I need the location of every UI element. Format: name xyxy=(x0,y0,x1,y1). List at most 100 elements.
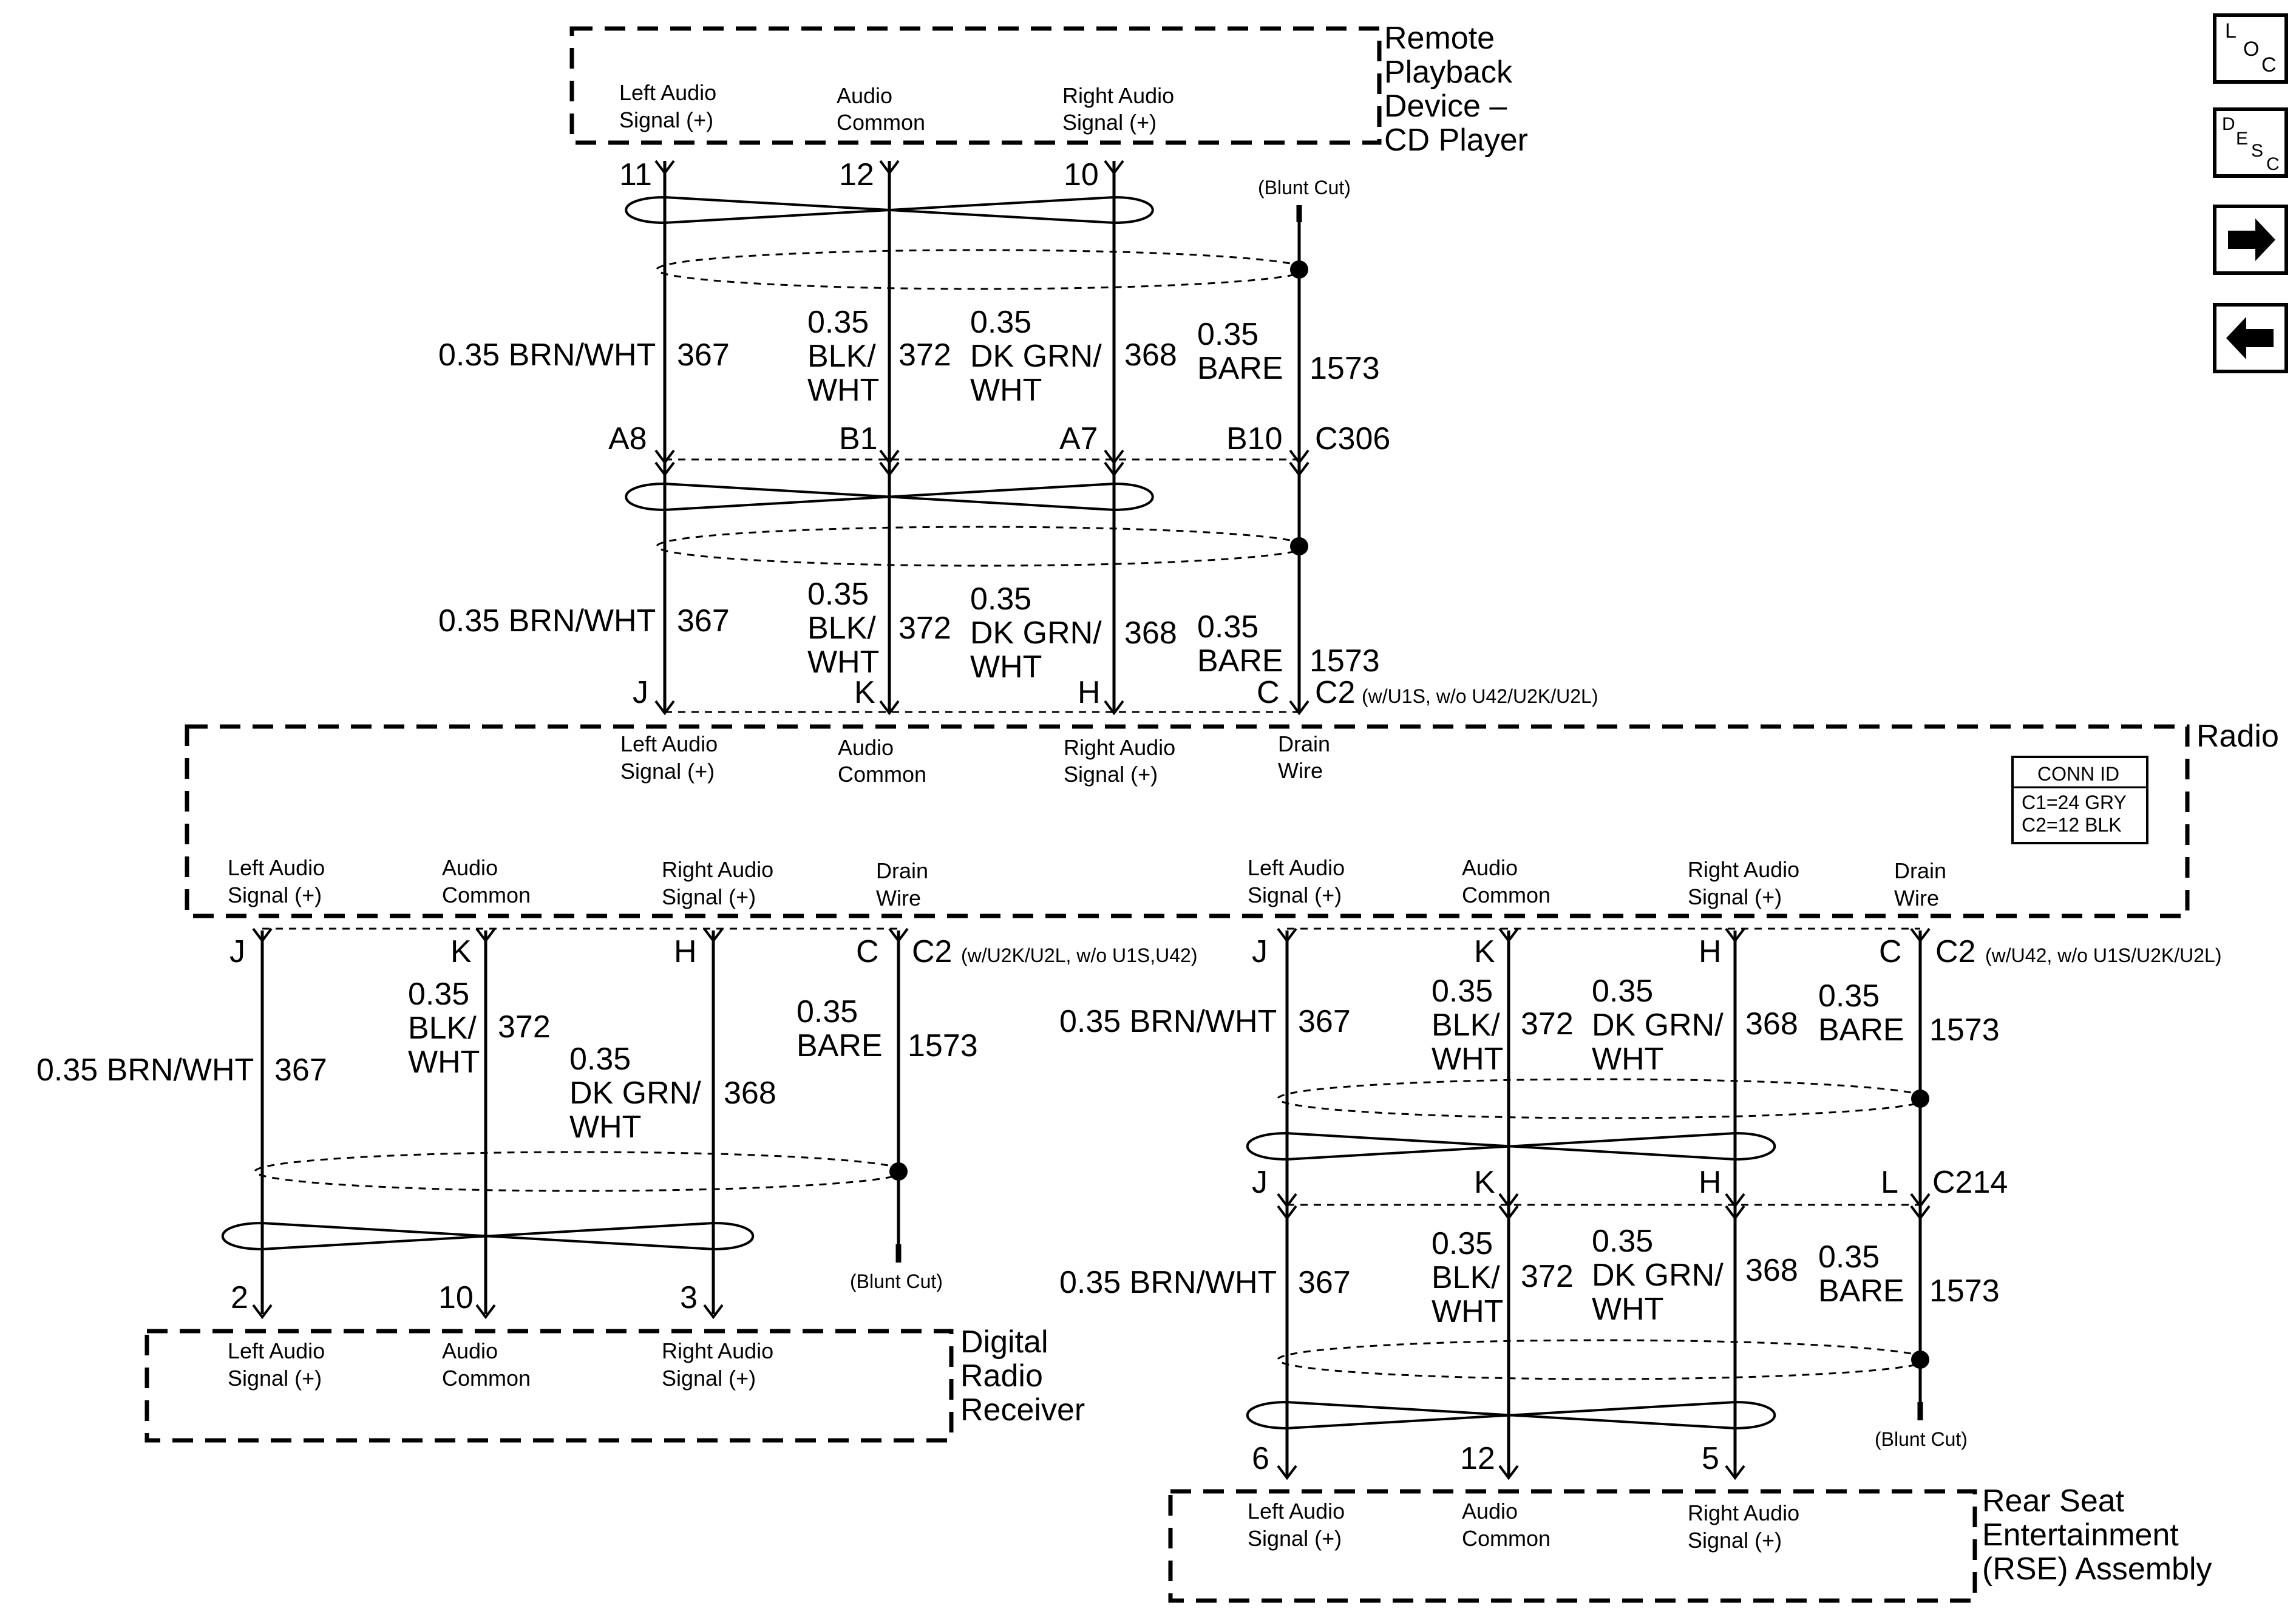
radio-left-left-audio-2: Signal (+) xyxy=(228,883,322,907)
wire-dkgrn-wht-1a: 0.35 xyxy=(970,305,1031,340)
radio-top-right-audio-1: Right Audio xyxy=(1064,735,1175,760)
digital-right-audio-2: Signal (+) xyxy=(662,1366,756,1391)
conn-id-box xyxy=(2011,756,2148,844)
radio-left-terminal-4 xyxy=(888,927,909,943)
desc-letter-d: D xyxy=(2222,114,2235,134)
rse-pin-5: 5 xyxy=(1702,1441,1719,1476)
conn-id-title: CONN ID xyxy=(2037,763,2119,785)
wire-blk-wht-5c: WHT xyxy=(1432,1294,1503,1329)
radio-left-right-audio-2: Signal (+) xyxy=(662,884,756,909)
wire-blk-wht-1c: WHT xyxy=(807,373,879,408)
circuit-372-1: 372 xyxy=(898,337,951,373)
c214-terminal-1 xyxy=(1277,1193,1297,1221)
rse-right-audio-1: Right Audio xyxy=(1688,1500,1799,1525)
wire-blk-wht-3a: 0.35 xyxy=(408,977,469,1012)
digital-audio-common-2: Common xyxy=(442,1366,531,1391)
wire-blk-wht-1a: 0.35 xyxy=(807,305,869,340)
wire-dkgrn-wht-4a: 0.35 xyxy=(1592,974,1653,1009)
radio-top-terminal-2 xyxy=(879,700,900,716)
wire-blk-wht-1b: BLK/ xyxy=(807,339,876,374)
shield-right-1 xyxy=(1277,1078,1929,1119)
c306-terminal-4 xyxy=(1289,449,1309,477)
blunt-cut-top: (Blunt Cut) xyxy=(1258,177,1351,198)
wire-color-brn-wht-5: 0.35 BRN/WHT xyxy=(1059,1265,1277,1300)
wire-blk-wht-3b: BLK/ xyxy=(408,1011,477,1046)
cd-pin-10: 10 xyxy=(1064,157,1099,192)
radio-top-left-audio-1: Left Audio xyxy=(620,731,718,756)
wire-blk-wht-3c: WHT xyxy=(408,1045,480,1080)
wire-dkgrn-wht-4c: WHT xyxy=(1592,1042,1663,1077)
radio-top-right-audio-2: Signal (+) xyxy=(1064,762,1158,787)
cd-audio-common-1: Audio xyxy=(837,83,892,108)
circuit-372-2: 372 xyxy=(898,611,951,646)
cd-player-title-2: Playback xyxy=(1384,55,1513,90)
desc-button[interactable]: D E S C xyxy=(2213,107,2288,178)
radio-left-right-audio-1: Right Audio xyxy=(662,857,773,882)
rse-title-2: Entertainment xyxy=(1982,1517,2179,1553)
c306-terminal-1 xyxy=(654,449,675,477)
shield-top-2 xyxy=(656,526,1308,567)
digital-left-audio-1: Left Audio xyxy=(228,1338,325,1363)
radio-right-left-audio-2: Signal (+) xyxy=(1248,883,1342,907)
cd-pin-terminal-1 xyxy=(654,160,675,175)
wire-blk-wht-4a: 0.35 xyxy=(1432,974,1493,1009)
wire-dkgrn-wht-2b: DK GRN/ xyxy=(970,615,1102,651)
c214-terminal-3 xyxy=(1725,1193,1745,1221)
twisted-pair-top-1 xyxy=(625,195,1154,225)
wire-dkgrn-wht-5c: WHT xyxy=(1592,1292,1663,1327)
wire-dkgrn-wht-5b: DK GRN/ xyxy=(1592,1258,1724,1293)
rse-terminal-3 xyxy=(1725,1465,1745,1480)
radio-right-terminal-2 xyxy=(1498,927,1519,943)
desc-letter-c: C xyxy=(2266,154,2280,174)
radio-top-drain-1: Drain xyxy=(1278,731,1330,756)
c2-right-label: C2 xyxy=(1935,934,1975,969)
cd-right-audio-1: Right Audio xyxy=(1062,83,1174,108)
circuit-367-1: 367 xyxy=(677,337,730,373)
circuit-372-3: 372 xyxy=(498,1009,551,1045)
radio-right-audio-common-1: Audio xyxy=(1462,855,1518,880)
twisted-pair-top-2 xyxy=(625,482,1154,512)
desc-letter-e: E xyxy=(2236,129,2248,149)
c214-terminal-4 xyxy=(1910,1193,1931,1221)
rse-right-audio-2: Signal (+) xyxy=(1688,1528,1782,1553)
cd-left-audio-1: Left Audio xyxy=(619,80,716,105)
radio-top-terminal-4 xyxy=(1289,700,1309,716)
conn-id-c1: C1=24 GRY xyxy=(2022,792,2127,813)
radio-right-right-audio-1: Right Audio xyxy=(1688,857,1799,882)
c214-terminal-2 xyxy=(1498,1193,1519,1221)
cd-player-title-1: Remote xyxy=(1384,21,1495,56)
wire-bare-4a: 0.35 xyxy=(1818,978,1880,1014)
wire-dkgrn-wht-2c: WHT xyxy=(970,649,1042,685)
wire-dkgrn-wht-1b: DK GRN/ xyxy=(970,339,1102,374)
rse-audio-common-1: Audio xyxy=(1462,1499,1518,1524)
prev-arrow-button[interactable] xyxy=(2213,303,2288,373)
rse-audio-common-2: Common xyxy=(1462,1526,1550,1551)
loc-button[interactable]: L O C xyxy=(2213,13,2288,84)
radio-left-left-audio-1: Left Audio xyxy=(228,855,325,880)
radio-left-drain-1: Drain xyxy=(876,858,928,883)
wire-bare-2b: BARE xyxy=(1197,643,1283,679)
radio-top-pin-h: H xyxy=(1078,675,1101,710)
next-arrow-button[interactable] xyxy=(2213,205,2288,275)
radio-top-drain-2: Wire xyxy=(1278,758,1323,783)
radio-top-pin-c: C xyxy=(1257,675,1280,710)
circuit-372-5: 372 xyxy=(1521,1259,1574,1294)
radio-right-terminal-1 xyxy=(1277,927,1297,943)
radio-left-terminal-3 xyxy=(703,927,724,943)
cd-pin-11: 11 xyxy=(619,157,652,192)
drain-splice-left xyxy=(889,1162,908,1181)
twisted-pair-right-2 xyxy=(1246,1400,1776,1430)
wire-dkgrn-wht-3b: DK GRN/ xyxy=(569,1076,701,1111)
wire-blk-wht-2a: 0.35 xyxy=(807,577,869,612)
radio-right-terminal-4 xyxy=(1910,927,1931,943)
c306-terminal-2 xyxy=(879,449,900,477)
c306-pin-b1: B1 xyxy=(839,421,878,456)
circuit-368-2: 368 xyxy=(1124,615,1177,651)
wire-bare-4b: BARE xyxy=(1818,1012,1904,1048)
wire-blk-wht-4c: WHT xyxy=(1432,1042,1503,1077)
blunt-cut-right: (Blunt Cut) xyxy=(1875,1428,1968,1450)
wire-blk-wht-2b: BLK/ xyxy=(807,611,876,646)
wire-bare-1a: 0.35 xyxy=(1197,317,1258,352)
drain-splice-right-2 xyxy=(1911,1351,1929,1369)
wire-bare-3a: 0.35 xyxy=(796,994,858,1029)
